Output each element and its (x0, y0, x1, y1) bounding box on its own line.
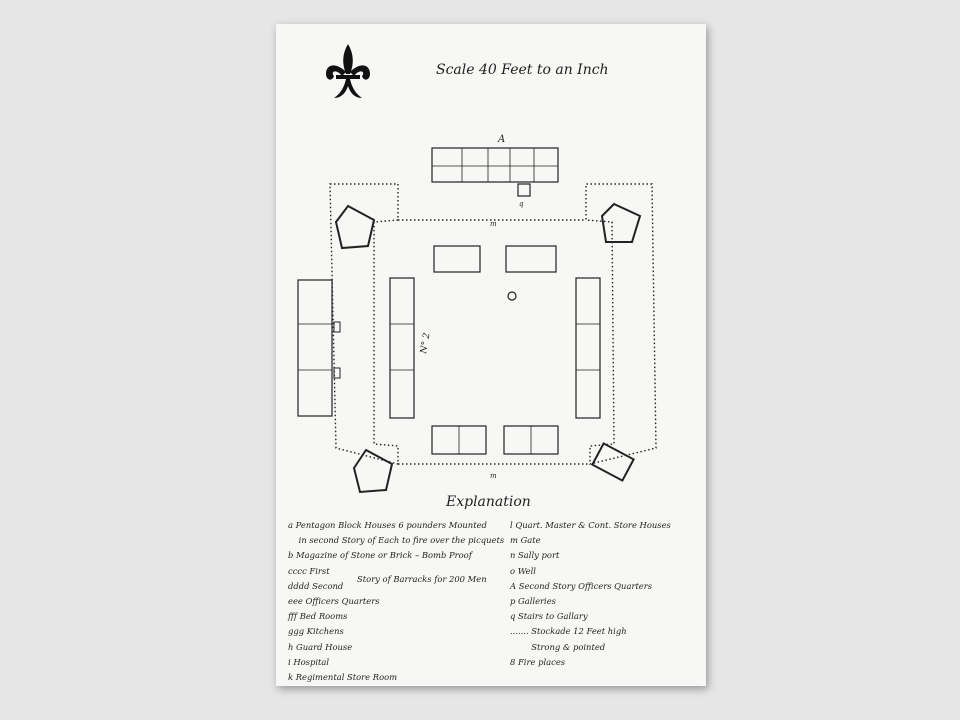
brace-note: Story of Barracks for 200 Men (357, 574, 487, 584)
stairs-label: q (519, 200, 524, 208)
explanation-title: Explanation (446, 494, 531, 510)
fort-plan: A q N° 2 m m (297, 134, 657, 494)
well (507, 291, 517, 301)
barrack-left (389, 277, 415, 419)
scale-label: Scale 40 Feet to an Inch (436, 62, 609, 78)
legend-item: A Second Story Officers Quarters (510, 580, 653, 591)
legend-item: dddd Second (288, 580, 344, 591)
legend-item: o Well (510, 565, 536, 576)
legend-item: p Galleries (510, 595, 556, 606)
legend-item: 8 Fire places (510, 656, 566, 667)
legend-item: n Sally port (510, 550, 560, 561)
legend-item: fff Bed Rooms (288, 611, 348, 622)
legend-left: a Pentagon Block Houses 6 pounders Mount… (288, 518, 504, 685)
stockade-outline (329, 183, 399, 465)
legend-item: b Magazine of Stone or Brick – Bomb Proo… (288, 550, 472, 561)
gate-bottom-label: m (490, 472, 497, 480)
outer-barrack-left (297, 279, 333, 417)
legend-item: i Hospital (288, 656, 330, 667)
legend-item: Strong & pointed (510, 641, 606, 652)
pentagon-blockhouse-ne (600, 202, 642, 243)
pentagon-blockhouse-nw (334, 204, 376, 250)
barrack-number-label: N° 2 (419, 332, 433, 356)
pentagon-blockhouse-sw (352, 448, 394, 494)
gate-top-label: m (490, 220, 497, 228)
barrack-a-label: A (497, 134, 505, 145)
legend-item: ....... Stockade 12 Feet high (510, 626, 627, 637)
legend-item: h Guard House (288, 641, 353, 652)
barrack-right (575, 277, 601, 419)
legend-item: eee Officers Quarters (288, 595, 380, 606)
legend-item: in second Story of Each to fire over the… (288, 535, 505, 546)
stockade-outline-right (585, 183, 657, 465)
guard-house (433, 245, 481, 273)
legend-item: q Stairs to Gallary (510, 611, 588, 622)
legend-item: m Gate (510, 535, 541, 546)
magazine-se (591, 442, 635, 482)
legend-item: k Regimental Store Room (288, 671, 398, 682)
plan-sheet: Scale 40 Feet to an Inch A q (276, 24, 706, 686)
hospital (505, 245, 557, 273)
barrack-a (431, 147, 559, 197)
legend-right: l Quart. Master & Cont. Store Houses m G… (510, 518, 671, 670)
legend-item: l Quart. Master & Cont. Store Houses (510, 520, 671, 530)
fleur-de-lis-icon (326, 44, 370, 98)
legend-item: ggg Kitchens (288, 626, 344, 637)
legend-item: a Pentagon Block Houses 6 pounders Mount… (288, 520, 487, 530)
legend-item: cccc First (288, 565, 330, 576)
